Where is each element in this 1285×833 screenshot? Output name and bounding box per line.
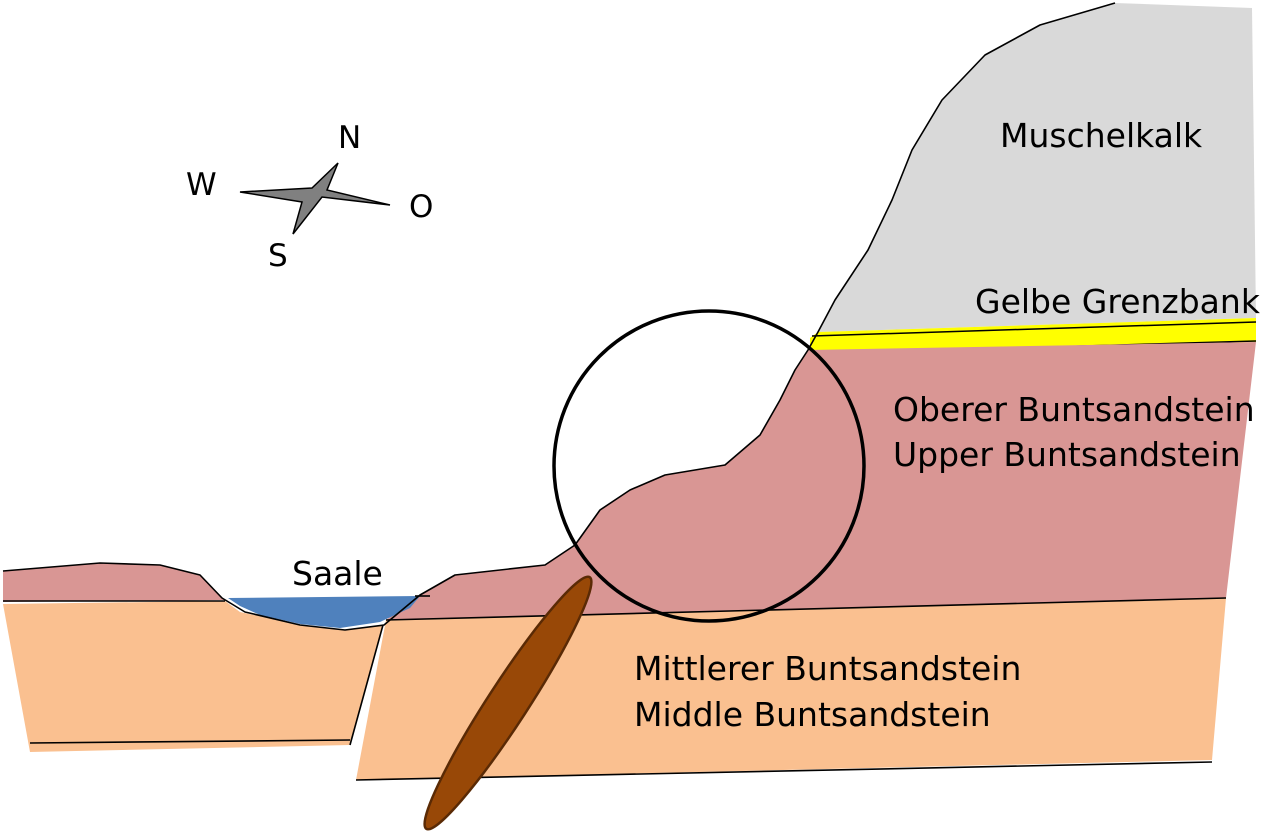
saale-label: Saale xyxy=(292,554,383,593)
saale-river xyxy=(228,596,420,628)
compass-west-label: W xyxy=(186,167,217,203)
muschelkalk-layer xyxy=(818,3,1256,332)
muschelkalk-label: Muschelkalk xyxy=(1000,116,1203,155)
upper-buntsandstein-label: Upper Buntsandstein xyxy=(893,435,1241,474)
dike-intrusion xyxy=(423,575,593,831)
oberer-buntsandstein-left xyxy=(3,563,225,602)
ground-surface-line xyxy=(2,2,1116,631)
highlight-circle xyxy=(552,309,866,623)
mittlerer-buntsandstein-label: Mittlerer Buntsandstein xyxy=(634,649,1021,688)
oberer-buntsandstein-layer xyxy=(386,342,1256,620)
mittlerer-buntsandstein-right xyxy=(356,598,1226,780)
compass-south-label: S xyxy=(268,238,288,274)
right-block-bottom xyxy=(355,761,1213,781)
fault-line xyxy=(349,624,384,746)
compass-rose-icon: N W O S xyxy=(186,120,433,274)
grenzbank-top-line xyxy=(811,321,1257,337)
compass-east-label: O xyxy=(409,189,433,225)
oberer-buntsandstein-label: Oberer Buntsandstein xyxy=(893,390,1255,429)
gelbe-grenzbank-label: Gelbe Grenzbank xyxy=(975,282,1261,321)
compass-north-label: N xyxy=(338,120,361,156)
middle-buntsandstein-label: Middle Buntsandstein xyxy=(634,695,991,734)
left-block-bottom xyxy=(29,739,351,744)
mittlerer-buntsandstein-left xyxy=(3,601,383,752)
lower-contact-line xyxy=(385,597,1227,621)
gelbe-grenzbank-layer xyxy=(810,318,1256,356)
